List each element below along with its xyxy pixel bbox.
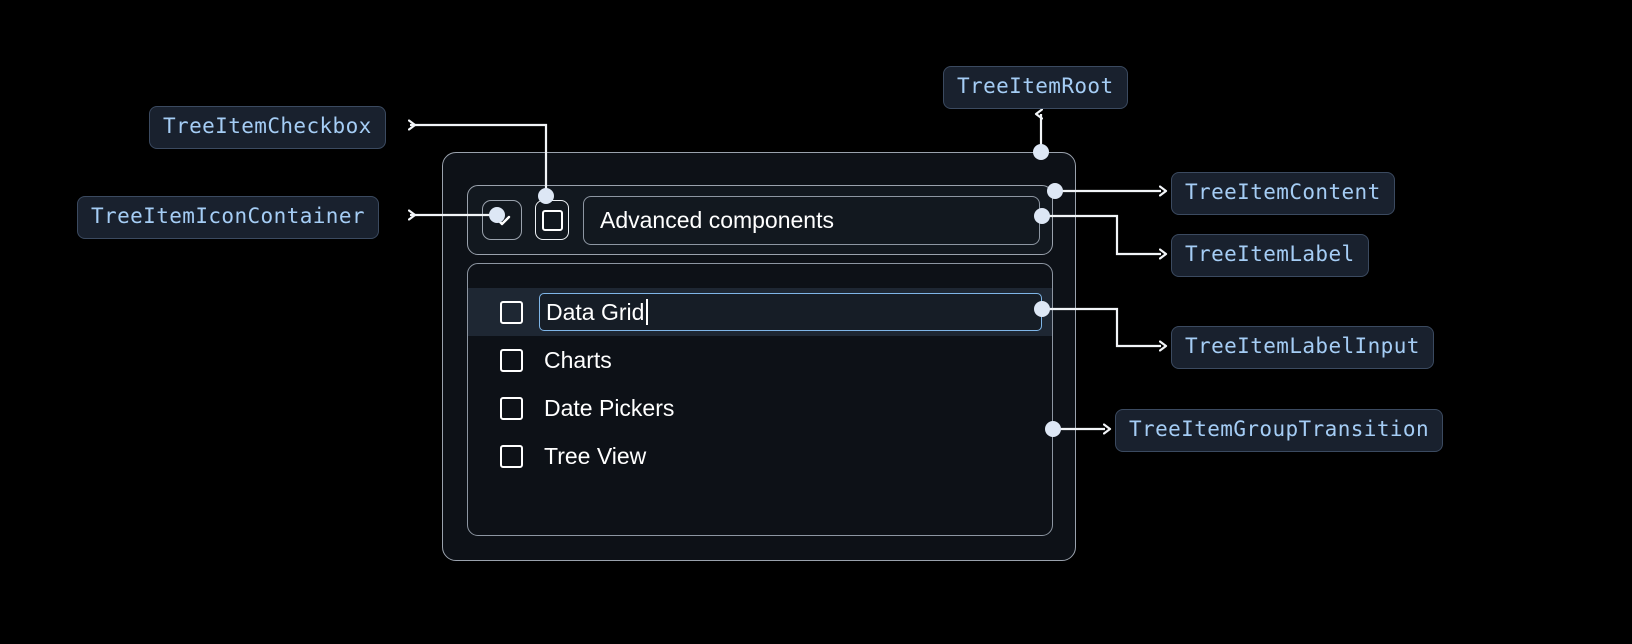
tree-item-checkbox[interactable] xyxy=(535,200,569,240)
tree-child-label-text: Date Pickers xyxy=(544,394,675,421)
annotation-badge-tree-item-icon-container: TreeItemIconContainer xyxy=(77,196,379,239)
tree-child-checkbox[interactable] xyxy=(500,300,523,324)
annotation-badge-tree-item-checkbox: TreeItemCheckbox xyxy=(149,106,386,149)
annotation-badge-tree-item-content: TreeItemContent xyxy=(1171,172,1395,215)
tree-child-label-text: Charts xyxy=(544,346,612,373)
tree-child-label-text: Data Grid xyxy=(546,298,645,325)
tree-child-checkbox[interactable] xyxy=(500,396,523,420)
tree-item-icon-container[interactable] xyxy=(482,200,522,240)
chevron-down-icon xyxy=(489,207,515,233)
tree-item-label[interactable]: Advanced components xyxy=(583,195,1040,245)
tree-child-checkbox[interactable] xyxy=(500,348,523,372)
text-caret xyxy=(646,299,648,325)
tree-item-group-transition: Data Grid Charts Date Pickers Tree View xyxy=(467,263,1053,536)
tree-child-row[interactable]: Data Grid xyxy=(468,288,1052,336)
tree-child-row[interactable]: Date Pickers xyxy=(468,384,1052,432)
tree-item-root[interactable]: Advanced components Data Grid Charts Dat… xyxy=(442,152,1076,561)
tree-item-label-text: Advanced components xyxy=(600,206,834,233)
annotation-badge-tree-item-root: TreeItemRoot xyxy=(943,66,1128,109)
tree-child-row[interactable]: Tree View xyxy=(468,432,1052,480)
tree-item-content[interactable]: Advanced components xyxy=(467,185,1053,255)
tree-child-label-text: Tree View xyxy=(544,442,647,469)
annotation-badge-tree-item-group-transition: TreeItemGroupTransition xyxy=(1115,409,1443,452)
tree-item-label-input[interactable]: Data Grid xyxy=(539,293,1042,331)
annotation-badge-tree-item-label-input: TreeItemLabelInput xyxy=(1171,326,1434,369)
annotation-badge-tree-item-label: TreeItemLabel xyxy=(1171,234,1369,277)
checkbox-square xyxy=(541,209,563,231)
tree-child-checkbox[interactable] xyxy=(500,444,523,468)
tree-child-row[interactable]: Charts xyxy=(468,336,1052,384)
